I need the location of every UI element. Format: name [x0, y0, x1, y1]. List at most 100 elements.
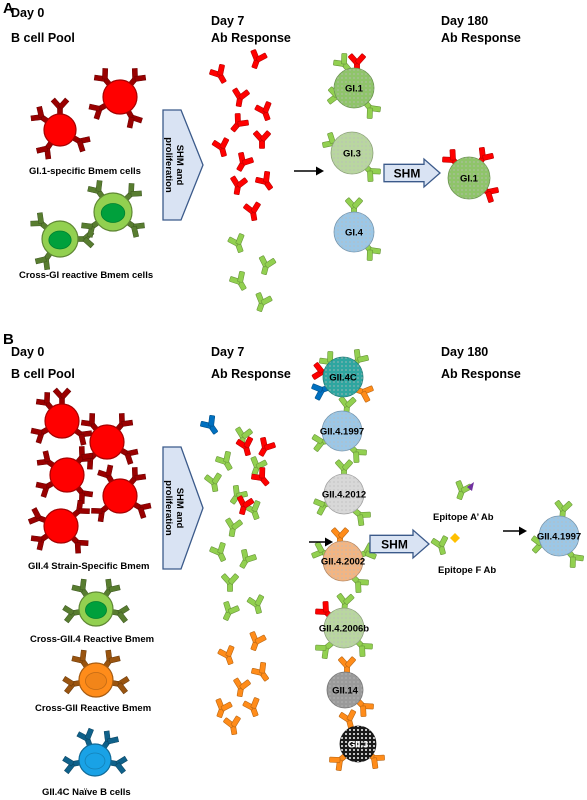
bcell-cross-gi-reactive — [81, 180, 145, 238]
antibody-orange — [217, 645, 235, 665]
antibody-orange — [249, 631, 267, 651]
antibody-layer — [200, 49, 584, 771]
bcr-receptor — [62, 605, 82, 624]
virus-gi4: GI.4 — [333, 211, 375, 253]
virus-gi1-day180: GI.1 — [447, 156, 491, 200]
bcell-gii4-strain-specific — [79, 413, 139, 470]
bcell-gii4-strain-specific — [30, 387, 93, 446]
bcell-gii4c-naive — [62, 727, 128, 777]
bcell-body — [43, 113, 77, 147]
bcell-nucleus — [85, 672, 107, 690]
panel-a-shm-arrow: SHM — [383, 157, 441, 189]
bcell-layer — [27, 68, 152, 777]
virus-label: GII.3 — [348, 740, 369, 751]
bcell-nucleus — [48, 230, 72, 250]
virus-label: GII.4.1997 — [320, 427, 364, 438]
panel-b-ab-response-title: Ab Response — [211, 367, 291, 381]
panel-a-ab-response-title: Ab Response — [211, 31, 291, 45]
bcr-receptor — [93, 68, 113, 88]
virus-gi3: GI.3 — [330, 131, 374, 175]
virus-gii14: GII.14 — [326, 671, 364, 709]
antibody-red — [211, 137, 230, 158]
bcr-receptor — [62, 755, 82, 775]
antibody-red — [230, 113, 249, 133]
virus-gii4c: GII.4C — [322, 356, 364, 398]
virus-layer: GI.1GI.3GI.4GI.1GII.4CGII.4.1997GII.4.20… — [319, 67, 581, 763]
bcr-receptor — [76, 727, 94, 748]
antibody-green — [250, 456, 268, 476]
svg-text:SHM: SHM — [394, 167, 421, 181]
virus-label: GII.4.2012 — [322, 490, 366, 501]
bcell-body — [102, 478, 138, 514]
antibody-orange — [223, 715, 241, 735]
bcell-cross-gii4-reactive — [62, 578, 130, 627]
virus-gi1-day7: GI.1 — [333, 67, 375, 109]
panel-b-letter: B — [3, 331, 14, 348]
antibody-green — [258, 255, 277, 276]
antibody-red — [232, 87, 250, 107]
antibody-red — [254, 101, 272, 121]
antibody-orange — [251, 662, 269, 682]
bcr-receptor — [114, 413, 134, 433]
virus-label: GII.14 — [332, 686, 359, 697]
panel-b-day7: Day 7 — [211, 345, 245, 359]
antibody-red — [250, 49, 268, 69]
antibody-blue — [200, 415, 218, 435]
panel-b-gii4c-naive-label: GII.4C Naïve B cells — [42, 787, 131, 798]
bcr-receptor — [62, 676, 82, 695]
panel-b-day180: Day 180 — [441, 345, 489, 359]
bcell-body — [89, 424, 125, 460]
virus-gii4-1997: GII.4.1997 — [320, 410, 364, 452]
panel-b-shm-arrow: SHM — [369, 528, 430, 560]
virus-label: GII.4.2002 — [321, 557, 365, 568]
bcr-receptor — [81, 219, 101, 238]
antibody-red — [348, 53, 366, 72]
antibody-red — [255, 171, 273, 191]
antibody-green — [246, 594, 265, 615]
virus-label: GII.4.1997 — [537, 532, 581, 543]
antibody-red — [209, 64, 227, 84]
antibody-green — [221, 573, 239, 592]
virus-gii4-1997-day180: GII.4.1997 — [537, 515, 581, 557]
panel-a-letter: A — [3, 0, 14, 17]
virus-label: GI.4 — [345, 228, 364, 239]
virus-label: GI.3 — [343, 149, 361, 160]
antibody-red — [253, 130, 271, 149]
antibody-green — [209, 542, 226, 562]
antibody-red — [236, 495, 255, 516]
antibody-green — [554, 500, 573, 519]
bcell-gi1-specific — [30, 97, 91, 160]
panel-b-shm-proliferation-arrow: SHM andproliferation — [162, 446, 204, 570]
virus-gii4-2006b: GII.4.2006b — [319, 607, 369, 649]
antibody-red — [251, 467, 270, 487]
svg-text:SHM andproliferation: SHM andproliferation — [163, 137, 185, 193]
svg-text:SHM andproliferation: SHM andproliferation — [163, 480, 185, 536]
panel-a-arrow-to-virus — [294, 166, 324, 176]
antibody-green — [255, 292, 273, 312]
epitope-a-label: Epitope A’ Ab — [433, 512, 494, 523]
bcell-gi1-specific — [88, 68, 147, 129]
antibody-orange — [242, 697, 260, 717]
bcr-receptor — [100, 730, 120, 751]
bcr-receptor — [34, 250, 54, 271]
virus-gii4-2002: GII.4.2002 — [321, 540, 365, 582]
virus-label: GII.4.2006b — [319, 624, 369, 635]
bcell-nucleus — [84, 752, 106, 770]
bcr-receptor — [87, 180, 106, 200]
antibody-red — [243, 201, 261, 221]
bcell-gii4-strain-specific — [35, 446, 94, 504]
bcell-cross-gi-reactive — [30, 212, 95, 271]
antibody-orange — [338, 709, 357, 730]
antibody-orange — [329, 752, 349, 771]
bcell-body — [49, 457, 85, 493]
bcr-receptor — [71, 649, 90, 670]
antibody-orange — [215, 698, 233, 718]
svg-text:SHM: SHM — [381, 538, 408, 552]
antibody-green — [239, 549, 257, 569]
panel-b-arrow-to-gii4-1997 — [503, 526, 527, 536]
bcr-receptor — [52, 387, 72, 407]
antibody-red — [230, 175, 248, 195]
virus-gii3: GII.3 — [339, 725, 377, 763]
